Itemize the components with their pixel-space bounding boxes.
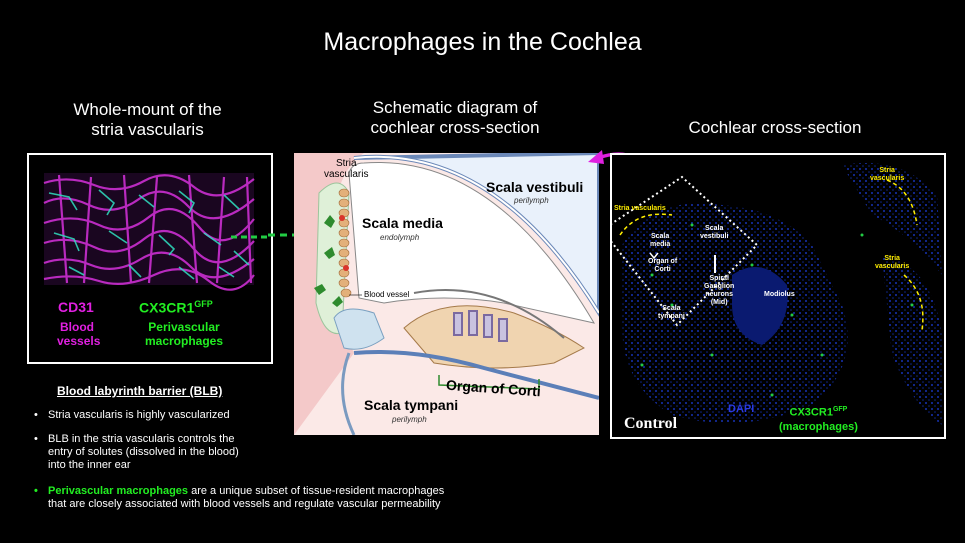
schematic-heading-line2: cochlear cross-section: [370, 118, 540, 137]
perilymph-top-label: perilymph: [514, 196, 549, 205]
stria-vascularis-label: Stria vascularis: [324, 158, 368, 180]
blood-vessels-line2: vessels: [57, 334, 101, 348]
cd31-label: CD31: [58, 299, 94, 315]
cx3cr1-macrophages-label: CX3CR1GFP (macrophages): [779, 403, 858, 434]
cross-section-panel: Stria vascularis Stria vascularis Stria …: [610, 153, 946, 439]
gfp-superscript: GFP: [194, 299, 213, 309]
blood-vessels-label: Blood vessels: [57, 320, 101, 348]
scala-media-label: Scala media: [650, 233, 670, 249]
scala-vestibuli-label: Scala vestibuli: [700, 225, 728, 241]
bullet-dot-icon: •: [34, 409, 38, 421]
bullet-dot-icon: •: [34, 485, 38, 497]
cross-section-heading: Cochlear cross-section: [688, 118, 862, 137]
whole-mount-heading: Whole-mount of the stria vascularis: [30, 100, 265, 140]
scala-tympani-label: Scala tympani: [364, 397, 459, 413]
modiolus-label: Modiolus: [764, 291, 795, 298]
scala-media-line2: media: [650, 241, 671, 248]
bullet3-green-text: Perivascular macrophages: [48, 485, 189, 497]
blb-title: Blood labyrinth barrier (BLB): [57, 384, 223, 398]
stria-vascularis-left-label: Stria vascularis: [614, 205, 666, 212]
control-label: Control: [624, 415, 678, 432]
blood-vessels-line1: Blood: [60, 320, 94, 334]
bullet-dot-icon: •: [34, 433, 38, 445]
spiral-line1: Spiral: [709, 275, 729, 282]
stria-line1: Stria: [335, 158, 357, 169]
scala-vestibuli-label: Scala vestibuli: [486, 179, 584, 195]
stria-mr-line2: vascularis: [875, 263, 910, 270]
cx3cr1-right-text: CX3CR1: [789, 406, 833, 419]
bullet-item: • BLB in the stria vascularis controls th…: [34, 433, 474, 472]
gfp-right-superscript: GFP: [832, 406, 848, 413]
perivascular-line2: macrophages: [144, 334, 224, 348]
bullet2-line2: entry of solutes (dissolved in the blood…: [48, 446, 239, 458]
cross-section-micrograph: [612, 155, 944, 437]
whole-mount-heading-line1: Whole-mount of the: [73, 100, 222, 119]
spiral-line4: (Mid): [710, 299, 728, 306]
scala-vestibuli-line2: vestibuli: [700, 233, 729, 240]
spiral-line2: Ganglion: [704, 283, 735, 290]
stria-vascularis-top-right-label: Stria vascularis: [870, 167, 904, 183]
scala-media-line1: Scala: [650, 233, 670, 240]
organ-line2: Corti: [654, 266, 671, 273]
dapi-label: DAPI: [728, 403, 755, 415]
bullet2-line1: BLB in the stria vascularis controls the: [48, 433, 235, 445]
stria-tr-line2: vascularis: [870, 175, 905, 182]
cochlea-schematic-drawing: [294, 153, 599, 435]
schematic-heading: Schematic diagram of cochlear cross-sect…: [330, 98, 580, 138]
stria-tr-line1: Stria: [879, 167, 895, 174]
organ-of-corti-label: Organ of Corti: [648, 258, 677, 274]
bullet-item: • Perivascular macrophages are a unique s…: [34, 485, 504, 511]
perivascular-line1: Perivascular: [148, 320, 220, 334]
bullet1-text: Stria vascularis is highly vascularized: [48, 409, 230, 421]
cx3cr1-text: CX3CR1: [139, 299, 195, 316]
scala-media-label: Scala media: [362, 215, 443, 231]
spiral-line3: neurons: [705, 291, 733, 298]
spiral-ganglion-label: Spiral Ganglion neurons (Mid): [704, 275, 734, 307]
whole-mount-micrograph: [43, 173, 271, 291]
whole-mount-panel: CD31 CX3CR1GFP Blood vessels Perivascula…: [27, 153, 273, 364]
scala-tympani-line1: Scala: [662, 305, 681, 312]
perivascular-macrophages-label: Perivascular macrophages: [134, 320, 234, 348]
cx3cr1-gfp-label: CX3CR1GFP: [139, 299, 213, 316]
blood-vessel-label: Blood vessel: [364, 290, 410, 299]
schematic-heading-line1: Schematic diagram of: [372, 98, 538, 117]
bullet2-line3: into the inner ear: [48, 459, 131, 471]
stria-line2: vascularis: [324, 169, 369, 180]
scala-tympani-label: Scala tympani: [658, 305, 685, 321]
cx3cr1-right-line: CX3CR1GFP: [779, 403, 858, 420]
endolymph-label: endolymph: [380, 233, 420, 242]
slide-title: Macrophages in the Cochlea: [323, 28, 642, 56]
whole-mount-heading-line2: stria vascularis: [91, 120, 204, 139]
stria-vascularis-mid-right-label: Stria vascularis: [875, 255, 909, 271]
scala-tympani-line2: tympani: [658, 313, 685, 320]
macrophages-right-line: (macrophages): [779, 420, 858, 433]
schematic-panel: Stria vascularis Scala vestibuli perilym…: [294, 153, 599, 435]
bullet-item: • Stria vascularis is highly vascularized: [34, 409, 474, 422]
bullet3-rest-text: are a unique subset of tissue-resident m…: [188, 485, 445, 497]
stria-mr-line1: Stria: [884, 255, 900, 262]
scala-vestibuli-line1: Scala: [705, 225, 724, 232]
bullet3-line2: that are closely associated with blood v…: [48, 498, 441, 510]
organ-line1: Organ of: [648, 258, 678, 265]
perilymph-bottom-label: perilymph: [392, 415, 427, 424]
